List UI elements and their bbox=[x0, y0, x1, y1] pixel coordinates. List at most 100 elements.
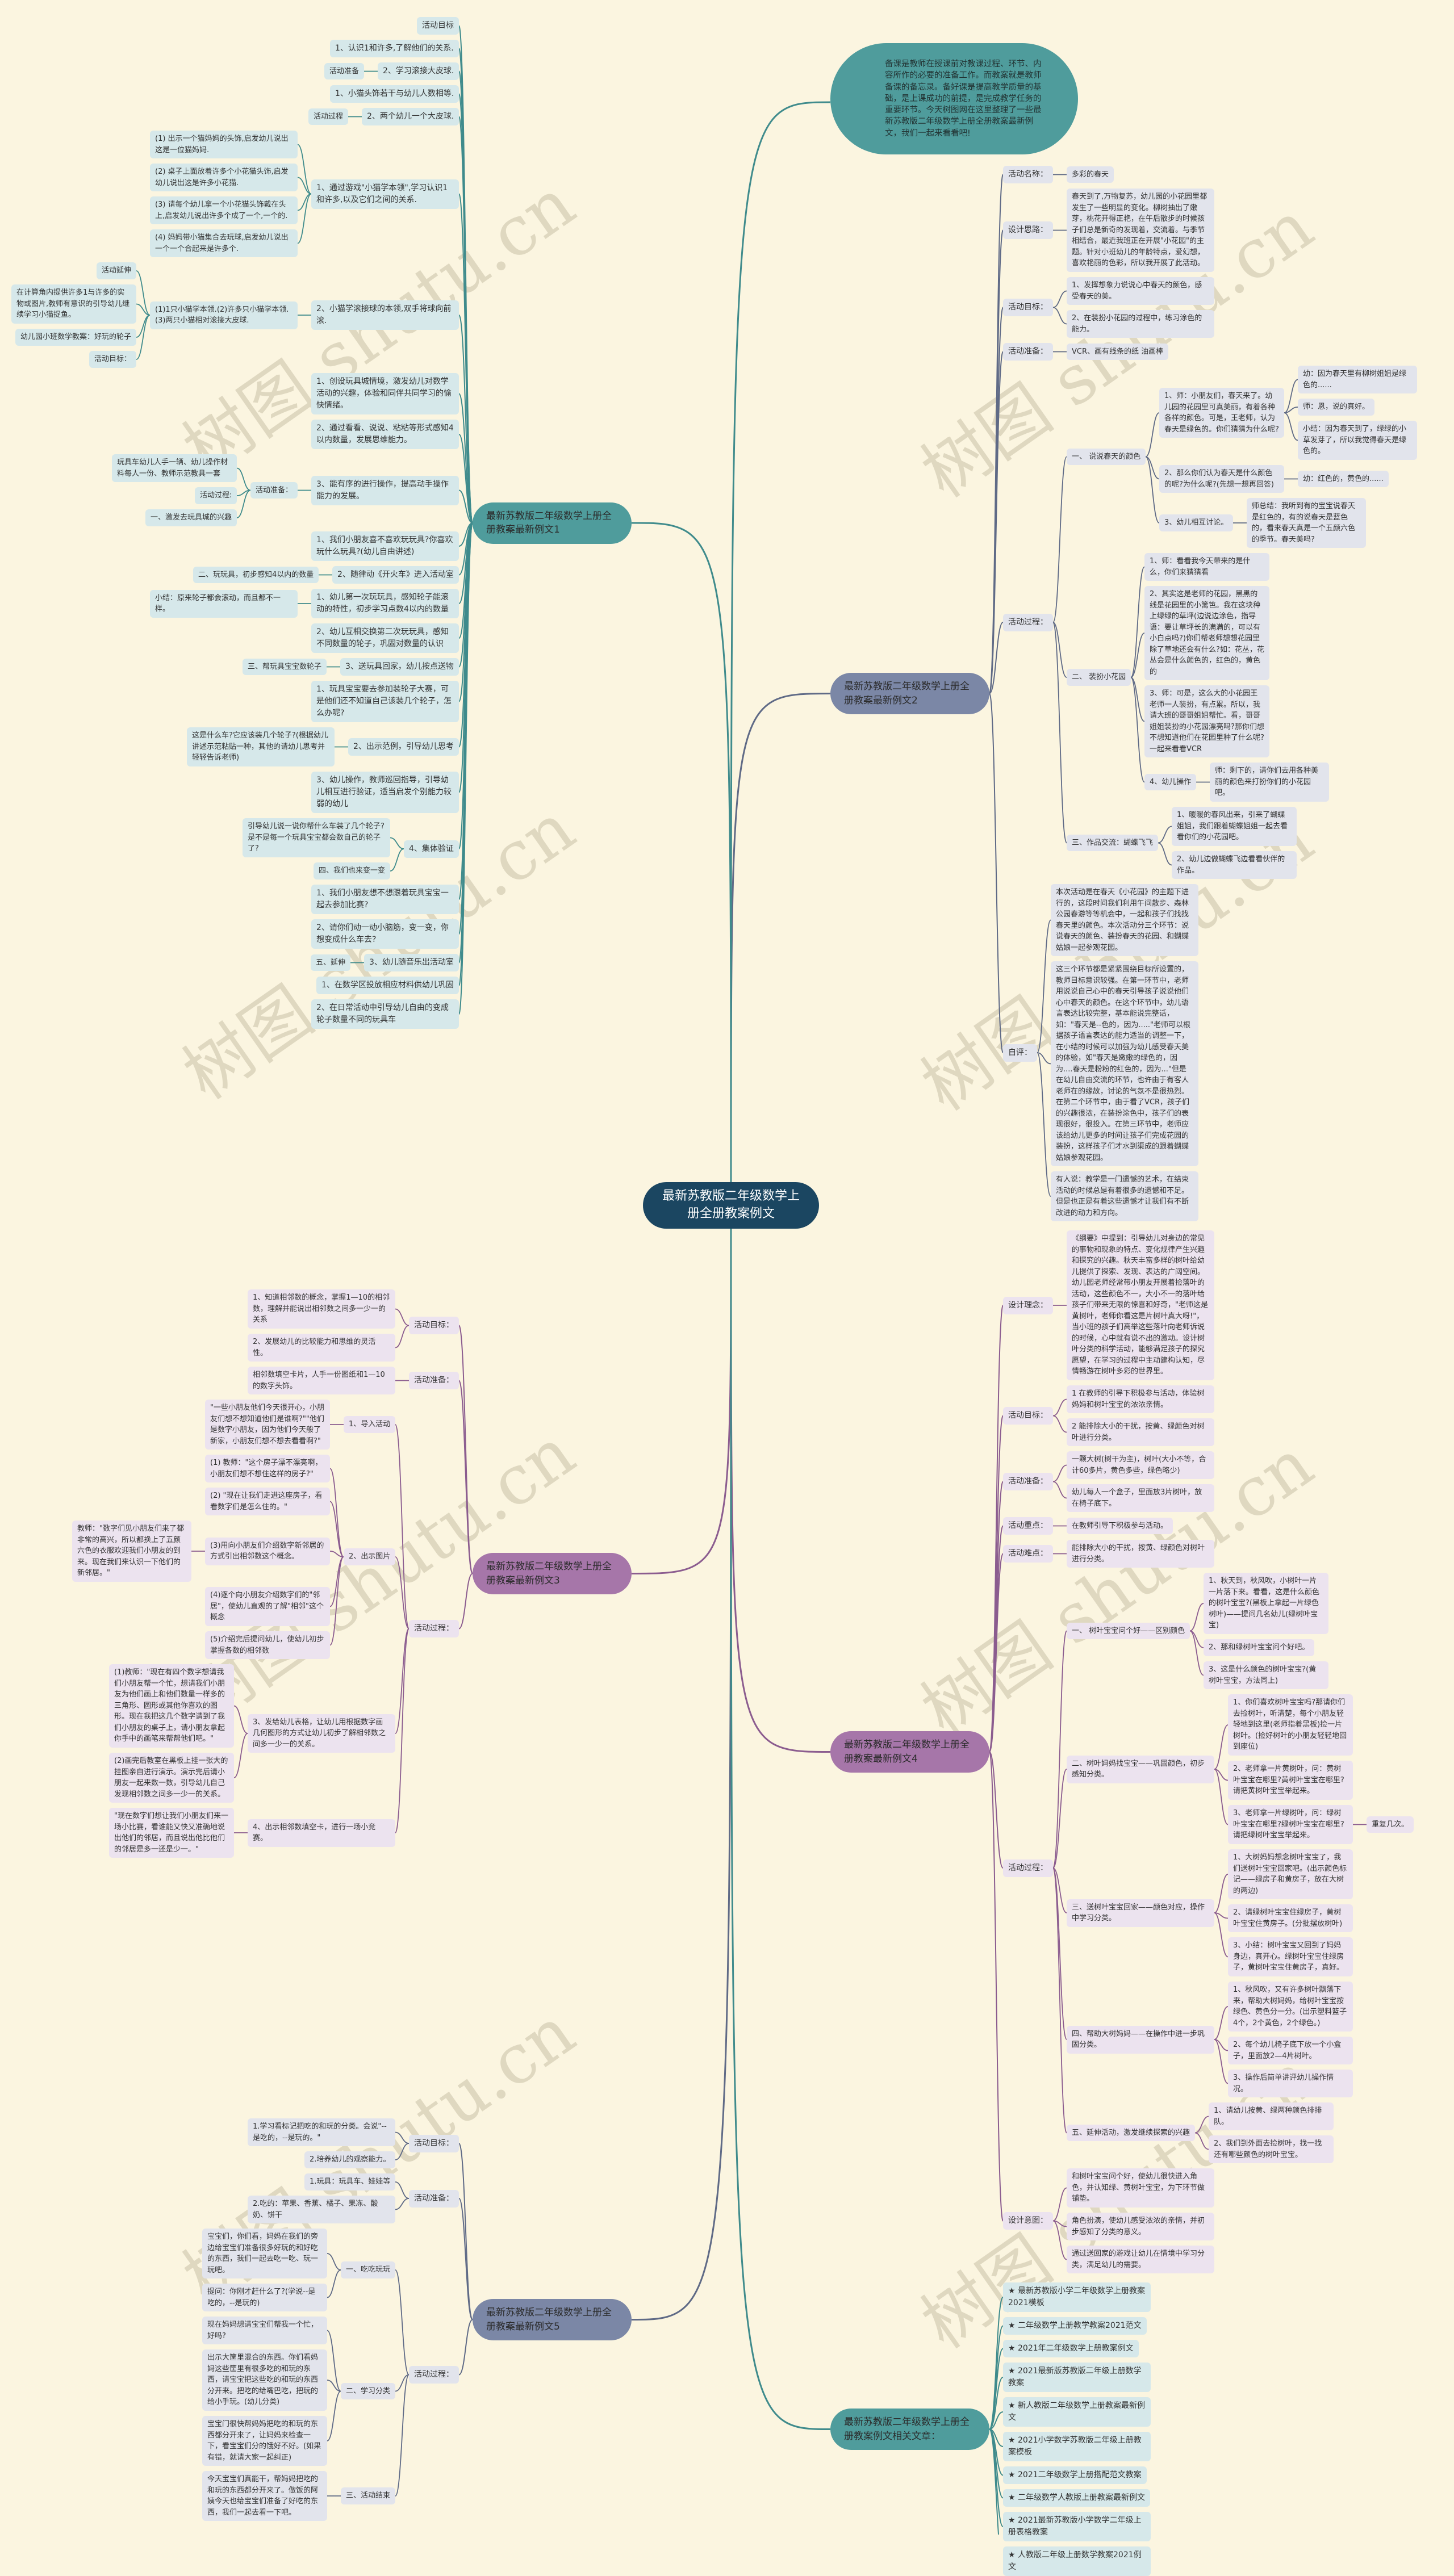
leaf-node: 小结：原来轮子都会滚动，而且都不一样。 bbox=[150, 589, 298, 618]
leaf-node: 这三个环节都是紧紧围绕目标所设置的，教师目标意识较强。在第一环节中，老师用说说自… bbox=[1051, 961, 1198, 1166]
leaf-node: 2、幼儿边做蝴蝶飞边看看伙伴的作品。 bbox=[1172, 851, 1297, 879]
topic-node: 一、 说说春天的颜色 bbox=[1067, 448, 1146, 465]
related-article-link[interactable]: ★ 2021小学数学苏教版二年级上册教案模板 bbox=[1003, 2432, 1151, 2461]
leaf-node: (4)逐个向小朋友介绍数字们的"邻居"，使幼儿直观的了解"相邻"这个概念 bbox=[205, 1587, 330, 1626]
leaf-node: 本次活动是在春天《小花园》的主题下进行的，这段时间我们利用午间散步、森林公园春游… bbox=[1051, 884, 1198, 956]
leaf-node: 春天到了,万物复苏，幼儿园的小花园里都发生了一些明显的变化。柳树抽出了嫩芽，桃花… bbox=[1067, 189, 1214, 272]
leaf-node: (1) 出示一个猫妈妈的头饰,启发幼儿说出这是一位猫妈妈. bbox=[150, 131, 298, 158]
related-article-link[interactable]: ★ 最新苏教版小学二年级数学上册教案2021模板 bbox=[1003, 2282, 1151, 2312]
leaf-node: 小结：因为春天到了，绿绿的小草发芽了，所以我觉得春天是绿色的。 bbox=[1298, 421, 1417, 460]
leaf-node: 1、我们小朋友想不想跟着玩具宝宝一起去参加比赛? bbox=[311, 885, 459, 914]
leaf-node: 出示大筐里混合的东西。你们看妈妈这些筐里有很多吃的和玩的东西，请宝宝把这些吃的和… bbox=[202, 2349, 327, 2411]
leaf-node: 玩具车幼儿人手一辆、幼儿操作材料每人一份、教师示范教具一套 bbox=[112, 454, 237, 482]
leaf-node: 2、请你们动一动小脑筋，变一变，你想变成什么车去? bbox=[311, 919, 459, 949]
leaf-node: 三、帮玩具宝宝数轮子 bbox=[243, 658, 327, 675]
leaf-node: 师总结：我听到有的宝宝说春天是红色的，有的说春天是蓝色的，看来春天真是一个五颜六… bbox=[1247, 498, 1366, 548]
branch-topic[interactable]: 最新苏教版二年级数学上册全册教案最新例文5 bbox=[473, 2299, 632, 2341]
central-topic[interactable]: 最新苏教版二年级数学上册全册教案例文 bbox=[643, 1182, 819, 1229]
branch-topic[interactable]: 最新苏教版二年级数学上册全册教案最新例文1 bbox=[473, 502, 632, 544]
branch-topic[interactable]: 最新苏教版二年级数学上册全册教案例文相关文章： bbox=[830, 2409, 989, 2451]
topic-node: 3、送玩具回家，幼儿按点送物 bbox=[340, 658, 459, 676]
leaf-node: (3) 请每个幼儿拿一个小花猫头饰戴在头上,启发幼儿说出许多个成了一个,一个的. bbox=[150, 196, 298, 224]
leaf-node: 活动过程: bbox=[195, 487, 237, 504]
topic-node: 2、小猫学滚接球的本领,双手将球向前滚. bbox=[311, 300, 459, 330]
topic-node: 4、幼儿操作 bbox=[1144, 773, 1197, 790]
leaf-node: 五、延伸 bbox=[311, 954, 351, 971]
topic-node: (3)用向小朋友们介绍数字新邻居的方式引出相邻数这个概念。 bbox=[205, 1537, 330, 1565]
topic-node: 活动目标： bbox=[409, 1317, 459, 1334]
leaf-node: 教师："数字们见小朋友们来了都非常的高兴，所以都换上了五颜六色的衣服欢迎我们小朋… bbox=[72, 1521, 191, 1582]
branch-topic[interactable]: 最新苏教版二年级数学上册全册教案最新例文3 bbox=[473, 1553, 632, 1595]
leaf-node: 3、操作后简单讲评幼儿操作情况。 bbox=[1228, 2070, 1353, 2097]
topic-node: 3、幼儿随音乐出活动室 bbox=[364, 954, 459, 971]
leaf-node: 在教师引导下积极参与活动。 bbox=[1067, 1517, 1173, 1534]
leaf-node: 相邻数填空卡片，人手一份图纸和1—10的数字头饰。 bbox=[248, 1367, 395, 1394]
leaf-node: (1) 教师："这个房子漂不漂亮啊，小朋友们想不想住这样的房子?" bbox=[205, 1455, 330, 1482]
leaf-node: 2、老师拿一片黄树叶，问：黄树叶宝宝在哪里?黄树叶宝宝在哪里?请把黄树叶宝宝举起… bbox=[1228, 1761, 1353, 1800]
related-article-link[interactable]: ★ 2021最新版苏教版二年级上册数学教案 bbox=[1003, 2363, 1151, 2392]
leaf-node: 1、暖暖的春风出来，引来了蝴蝶姐姐，我们跟着蝴蝶姐姐一起去看看你们的小花园吧。 bbox=[1172, 807, 1297, 846]
leaf-node: (2)画完后教室在黑板上挂一张大的挂图亲自进行演示。演示完后请小朋友一起来数一数… bbox=[109, 1753, 234, 1803]
topic-node: 1、导入活动 bbox=[344, 1416, 396, 1433]
leaf-node: "现在数字们想让我们小朋友们来一场小比赛，看谁能又快又准确地说出他们的邻居，而且… bbox=[109, 1808, 234, 1858]
related-article-link[interactable]: ★ 人教版二年级上册数学教案2021例文 bbox=[1003, 2546, 1151, 2576]
leaf-node: 1、玩具宝宝要去参加装轮子大赛，可是他们还不知道自己该装几个轮子，怎么办呢? bbox=[311, 681, 459, 722]
leaf-node: 2、幼儿互相交换第二次玩玩具，感知不同数量的轮子，巩固对数量的认识 bbox=[311, 623, 459, 653]
topic-node: 2、学习滚接大皮球. bbox=[378, 62, 459, 80]
leaf-node: 多彩的春天 bbox=[1067, 166, 1114, 183]
leaf-node: 1、秋风吹，又有许多树叶飘落下来，帮助大树妈妈，给树叶宝宝按绿色、黄色分一分。(… bbox=[1228, 1982, 1353, 2032]
leaf-node: 重复几次。 bbox=[1367, 1816, 1414, 1833]
related-article-link[interactable]: ★ 二年级数学人教版上册教案最新例文 bbox=[1003, 2489, 1150, 2507]
related-article-link[interactable]: ★ 2021二年级数学上册搭配范文教案 bbox=[1003, 2466, 1147, 2484]
topic-node: 设计理念： bbox=[1003, 1296, 1053, 1314]
leaf-node: 这是什么车?它应该装几个轮子?(根据幼儿讲述示范粘贴一种，其他的请幼儿思考并轻轻… bbox=[187, 727, 335, 766]
leaf-node: 1、秋天到，秋风吹，小树叶一片一片落下来。看看，这是什么颜色的树叶宝宝?(黑板上… bbox=[1204, 1573, 1328, 1634]
leaf-node: (2) "现在让我们走进这座房子，看看数字们是怎么住的。" bbox=[205, 1488, 330, 1515]
related-article-link[interactable]: ★ 二年级数学上册教学教案2021范文 bbox=[1003, 2317, 1147, 2335]
branch-topic[interactable]: 最新苏教版二年级数学上册全册教案最新例文2 bbox=[830, 673, 989, 715]
leaf-node: 幼：红色的，黄色的...... bbox=[1298, 470, 1389, 487]
leaf-node: 活动过程 bbox=[308, 108, 349, 125]
leaf-node: 活动准备 bbox=[324, 62, 365, 79]
related-article-link[interactable]: ★ 2021最新苏教版小学数学二年级上册表格教案 bbox=[1003, 2512, 1151, 2541]
topic-node: 活动目标： bbox=[1003, 1407, 1053, 1425]
leaf-node: 3、师：可是，这么大的小花园王老师一人装扮，有点累。所以，我请大班的哥哥姐姐帮忙… bbox=[1144, 685, 1269, 757]
leaf-node: (2) 桌子上面放着许多个小花猫头饰,启发幼儿说出这是许多小花猫. bbox=[150, 164, 298, 191]
topic-node: 活动过程： bbox=[409, 1620, 459, 1637]
leaf-node: 有人说：教学是一门遗憾的艺术，在结束活动的时候总是有着很多的遗憾和不足。但是也正… bbox=[1051, 1171, 1198, 1221]
leaf-node: 在计算角内提供许多1与许多的实物或图片,教师有意识的引导幼儿继续学习小猫捉鱼。 bbox=[11, 284, 136, 324]
leaf-node: 和树叶宝宝问个好，使幼儿很快进入角色，并认知绿、黄树叶宝宝，为下环节做铺垫。 bbox=[1067, 2168, 1214, 2208]
leaf-node: (1)教师："现在有四个数字想请我们小朋友帮一个忙，想请我们小朋友为他们画上和他… bbox=[109, 1664, 234, 1748]
topic-node: 设计意图： bbox=[1003, 2212, 1053, 2230]
topic-node: 活动准备： bbox=[1003, 1473, 1053, 1490]
leaf-node: 通过送回家的游戏让幼儿在情境中学习分类，满足幼儿的需要。 bbox=[1067, 2246, 1214, 2273]
topic-node: 活动准备： bbox=[409, 2189, 459, 2208]
topic-node: 1、师：小朋友们，春天来了。幼儿园的花园里可真美丽，有着各种各样的颜色。可是，王… bbox=[1159, 388, 1284, 438]
leaf-node: 1、在数学区投放相应材料供幼儿巩固 bbox=[316, 977, 459, 994]
topic-node: 三、作品交流：蝴蝶飞飞 bbox=[1067, 834, 1159, 851]
intro-bubble: 备课是教师在授课前对教课过程、环节、内容所作的必要的准备工作。而教案就是教师备课… bbox=[830, 43, 1078, 154]
leaf-node: 1、大树妈妈想念树叶宝宝了，我们送树叶宝宝回家吧。(出示颜色标记——绿房子和黄房… bbox=[1228, 1849, 1353, 1899]
leaf-node: 活动目标 bbox=[417, 17, 459, 35]
topic-node: 3、幼儿相互讨论。 bbox=[1159, 514, 1234, 531]
leaf-node: 宝宝们，你们看，妈妈在我们的旁边给宝宝们准备很多好玩的和好吃的东西，我们一起去吃… bbox=[202, 2229, 327, 2278]
leaf-node: 1.玩具：玩具车、娃娃等 bbox=[304, 2173, 396, 2190]
topic-node: 4、出示相邻数填空卡，进行一场小竞赛。 bbox=[248, 1819, 395, 1847]
topic-node: (1)1只小猫学本领.(2)许多只小猫学本领.(3)两只小猫相对滚接大皮球. bbox=[150, 301, 298, 329]
topic-node: 2、随律动《开火车》进入活动室 bbox=[332, 566, 459, 584]
leaf-node: 2、其实这是老师的花园，黑黑的线是花园里的小篱笆。我在这块种上绿绿的草坪(边说边… bbox=[1144, 586, 1269, 680]
leaf-node: 1、知道相邻数的概念，掌握1—10的相邻数，理解并能说出相邻数之间多一少一的关系 bbox=[248, 1289, 395, 1329]
leaf-node: VCR、画有线条的纸 油画棒 bbox=[1067, 343, 1169, 360]
branch-topic[interactable]: 最新苏教版二年级数学上册全册教案最新例文4 bbox=[830, 1731, 989, 1773]
related-article-link[interactable]: ★ 2021年二年级数学上册教案例文 bbox=[1003, 2340, 1139, 2357]
related-article-link[interactable]: ★ 新人教版二年级数学上册教案最新例文 bbox=[1003, 2397, 1151, 2427]
topic-node: 3、能有序的进行操作，提高动手操作能力的发展。 bbox=[311, 475, 459, 505]
topic-node: 五、延伸活动，激发继续探索的兴趣 bbox=[1067, 2124, 1196, 2141]
leaf-node: 1、请幼儿按黄、绿两种颜色排排队。 bbox=[1209, 2102, 1334, 2130]
topic-node: 设计思路： bbox=[1003, 221, 1053, 239]
leaf-node: 《纲要》中提到：引导幼儿对身边的常见的事物和现象的特点、变化规律产生兴趣和探究的… bbox=[1067, 1230, 1214, 1380]
topic-node: 三、送树叶宝宝回家——颜色对应，操作中学习分类。 bbox=[1067, 1899, 1214, 1927]
leaf-node: 1.学习看标记把吃的和玩的分类。会说"--是吃的，--是玩的。" bbox=[248, 2118, 395, 2146]
leaf-node: 师：恩，说的真好。 bbox=[1298, 399, 1375, 416]
